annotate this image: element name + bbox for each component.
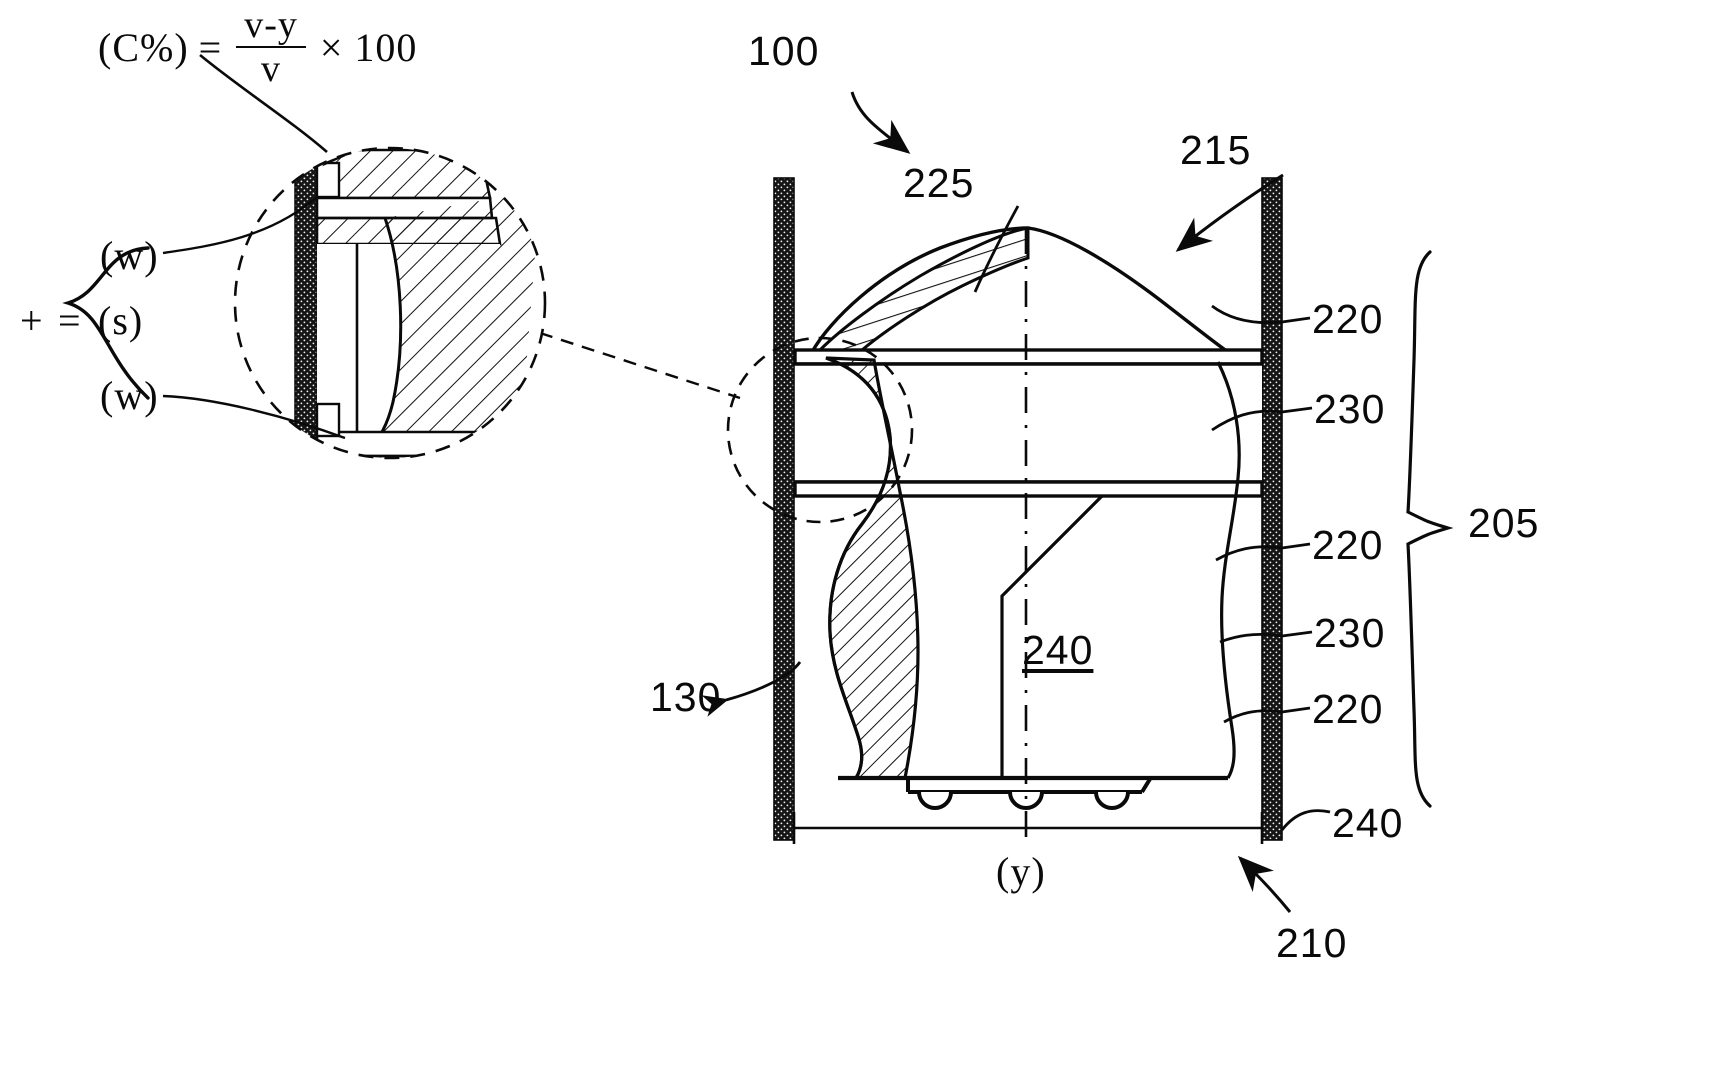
callout-220-mid: 220 — [1312, 522, 1384, 568]
piston-boss-left — [917, 791, 953, 810]
detail-clearance-box-top — [315, 161, 341, 199]
skirt-profile-right — [1216, 361, 1241, 779]
leader-100 — [850, 91, 911, 154]
leader-220-low — [1281, 706, 1311, 714]
formula-leader-line — [199, 53, 328, 153]
cylinder-wall-right — [1261, 177, 1283, 841]
leader-230-upper — [1281, 406, 1313, 414]
detail-term-w-top: (w) — [100, 233, 159, 278]
leaders-group — [701, 91, 1454, 913]
piston-interior-pocket — [1000, 494, 1104, 778]
leader-130 — [701, 661, 802, 717]
formula-denominator: v — [236, 45, 306, 89]
piston-boss-right — [1094, 791, 1130, 810]
callout-225: 225 — [903, 160, 975, 206]
formula-numerator: v-y — [244, 4, 298, 46]
main-assembly-group — [726, 177, 1283, 844]
rail-right-riser — [1140, 777, 1152, 794]
callout-130: 130 — [650, 674, 722, 720]
dimension-label-y: (y) — [996, 849, 1046, 894]
main-detail-circle — [726, 336, 914, 524]
leader-240-right — [1280, 809, 1331, 831]
callout-205: 205 — [1468, 500, 1540, 546]
magnifier-circle-icon — [233, 146, 547, 460]
ring-land-second — [793, 480, 1264, 498]
detail-contents — [235, 148, 545, 458]
formula-equals: = — [198, 24, 223, 70]
brace-icon-detail — [62, 246, 150, 400]
leader-225 — [973, 205, 1020, 293]
detail-clearance-gap — [317, 244, 366, 446]
leader-220-top — [1281, 316, 1311, 324]
w-bottom-leader — [162, 394, 346, 440]
leader-215 — [1175, 173, 1284, 252]
callout-220-top: 220 — [1312, 296, 1384, 342]
callout-215: 215 — [1180, 127, 1252, 173]
concentricity-formula: (C%) = v-y v × 100 — [98, 6, 417, 89]
tick-220-top — [1211, 304, 1283, 325]
formula-lhs: (C%) — [98, 24, 189, 70]
skirt-inner-wave-left — [825, 356, 893, 779]
callout-240-right: 240 — [1332, 800, 1404, 846]
leader-230-lower — [1281, 630, 1313, 638]
detail-lower-land2 — [315, 454, 520, 458]
detail-plus-sign: + — [20, 298, 44, 343]
callout-240-center: 240 — [1022, 627, 1094, 673]
w-top-leader — [162, 195, 319, 255]
formula-times: × 100 — [319, 24, 418, 70]
detail-leader-line — [539, 331, 741, 400]
brace-icon-205 — [1406, 250, 1454, 808]
cylinder-wall-left — [773, 177, 795, 841]
detail-skirt-hatch-region — [372, 190, 540, 446]
formula-fraction: v-y v — [236, 6, 306, 89]
leader-210 — [1237, 855, 1292, 913]
callout-230-upper: 230 — [1314, 386, 1386, 432]
detail-equals-sign: = — [58, 298, 82, 343]
callout-210: 210 — [1276, 920, 1348, 966]
tick-230-lower — [1219, 633, 1283, 644]
detail-callout-group — [62, 53, 741, 460]
tick-220-low — [1223, 709, 1283, 724]
callout-100: 100 — [748, 28, 820, 74]
tick-220-mid — [1215, 545, 1283, 562]
detail-clearance-box-bottom — [315, 402, 341, 438]
callout-220-low: 220 — [1312, 686, 1384, 732]
piston-boss-center — [1008, 791, 1044, 810]
callout-230-lower: 230 — [1314, 610, 1386, 656]
detail-term-w-bottom: (w) — [100, 373, 159, 418]
leader-220-mid — [1281, 542, 1311, 550]
tick-230-upper — [1211, 409, 1283, 432]
detail-term-s: (s) — [98, 298, 144, 343]
